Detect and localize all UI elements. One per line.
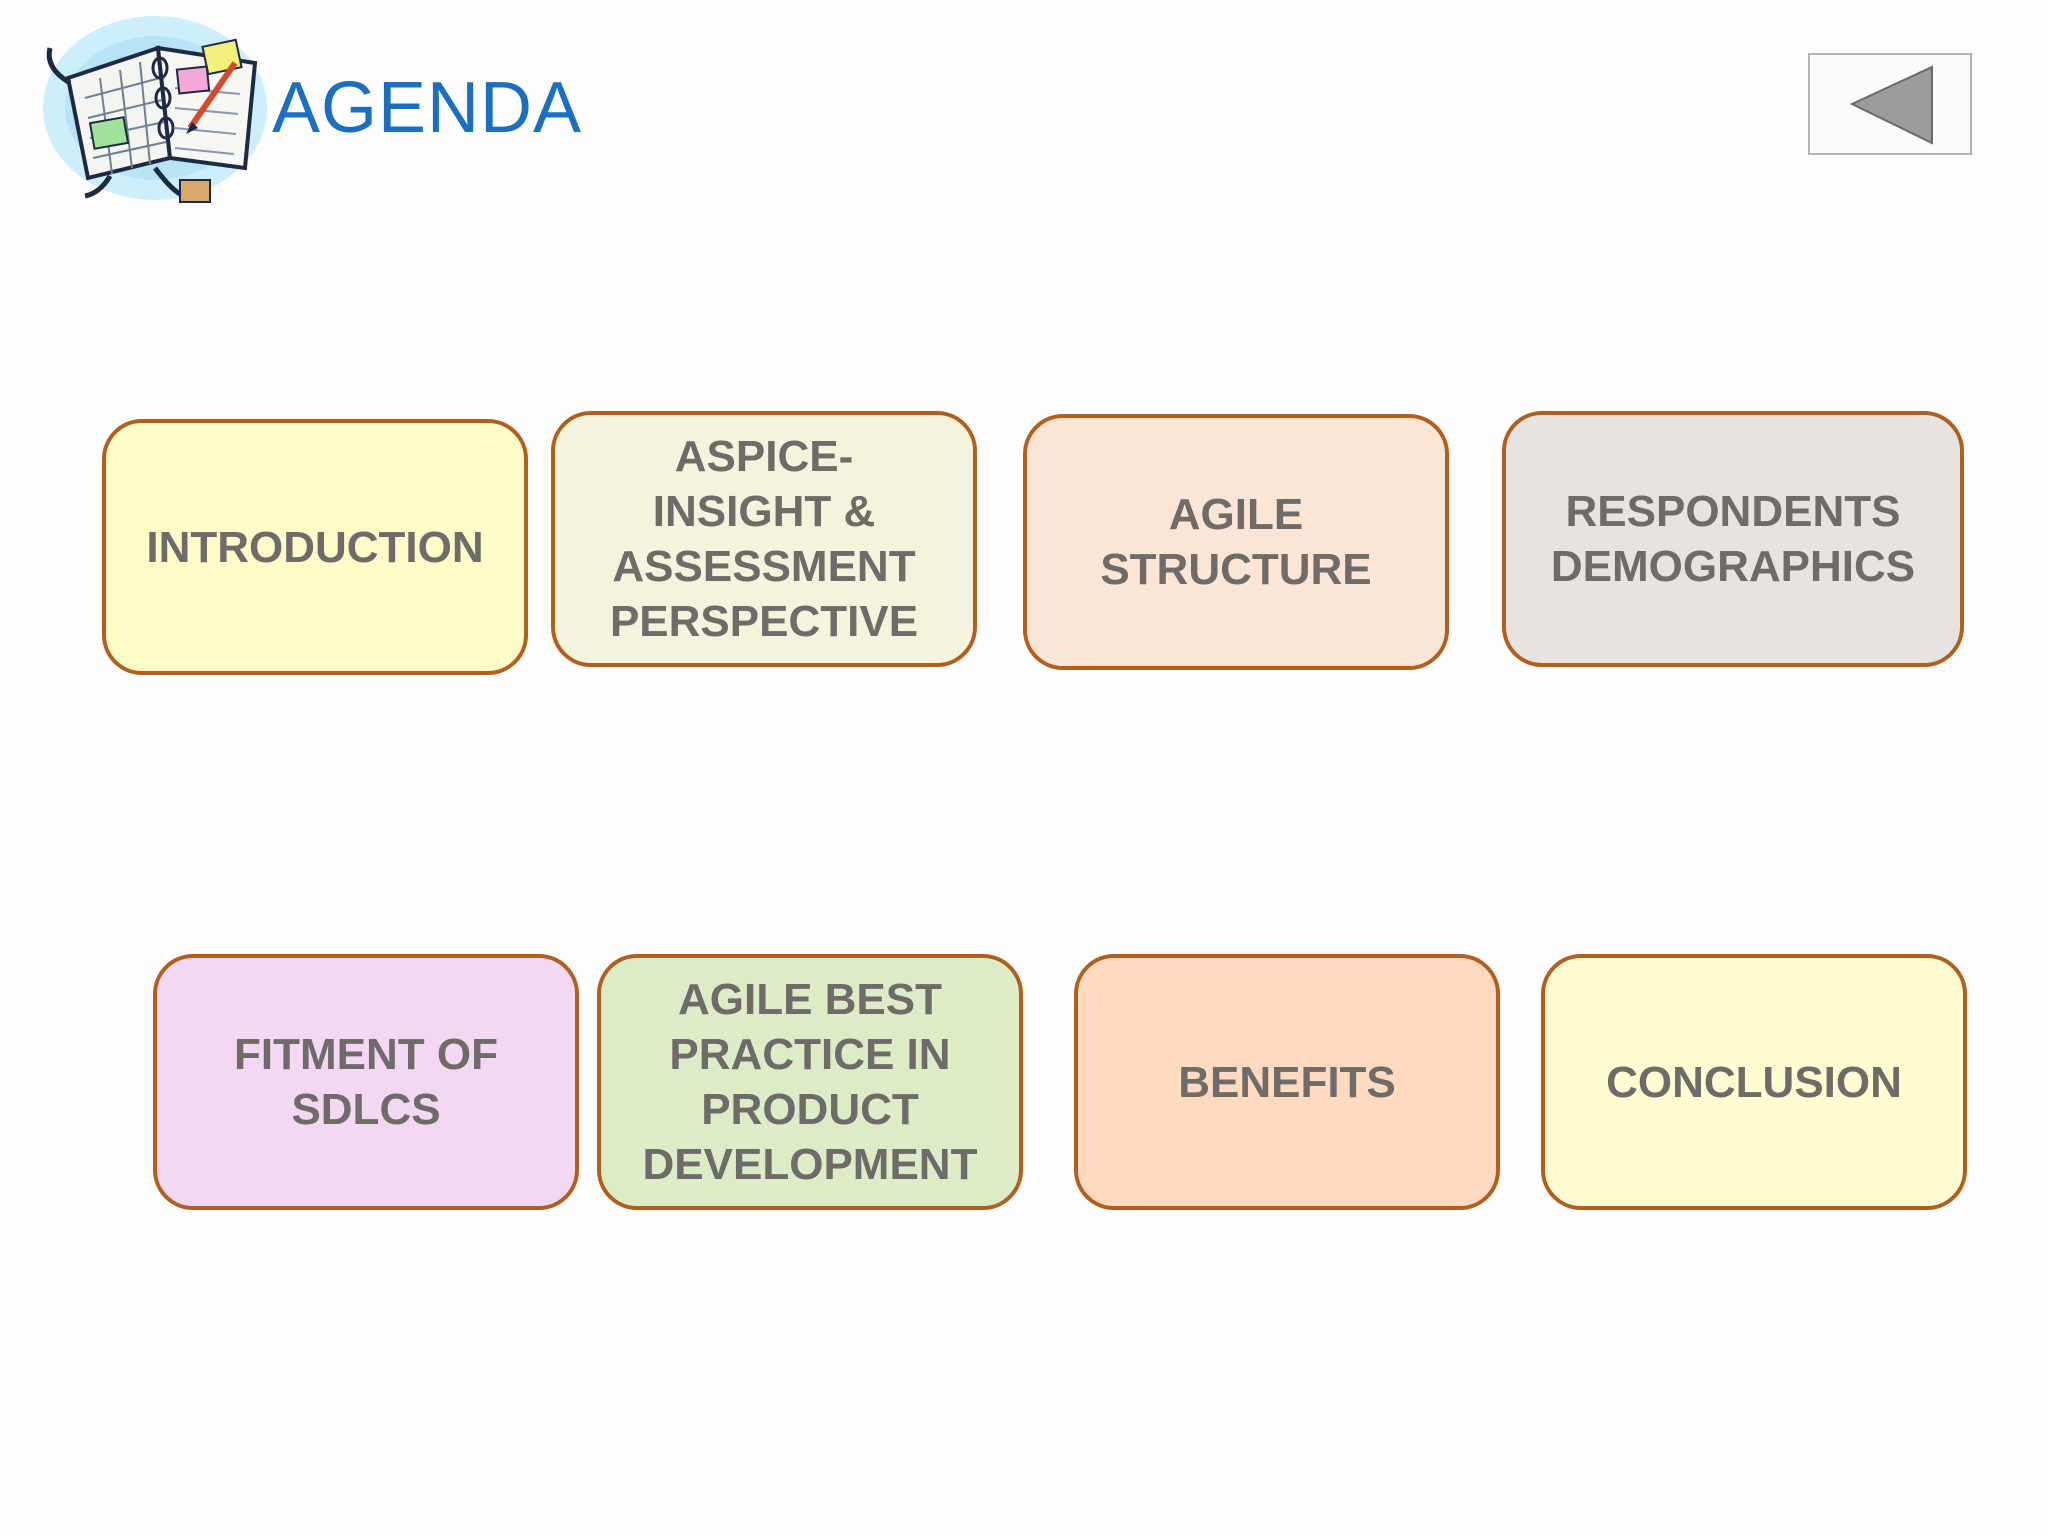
agenda-item-label: AGILE BEST PRACTICE IN PRODUCT DEVELOPME…	[642, 975, 978, 1189]
back-button[interactable]	[1808, 53, 1972, 155]
agenda-item-aspice-insight[interactable]: ASPICE- INSIGHT & ASSESSMENT PERSPECTIVE	[551, 411, 977, 667]
planner-book-icon	[30, 8, 270, 208]
agenda-item-label: CONCLUSION	[1606, 1057, 1902, 1107]
agenda-item-agile-best-practice[interactable]: AGILE BEST PRACTICE IN PRODUCT DEVELOPME…	[597, 954, 1023, 1210]
agenda-item-label: INTRODUCTION	[146, 522, 484, 572]
agenda-item-label: AGILE STRUCTURE	[1100, 490, 1372, 594]
agenda-item-label: FITMENT OF SDLCS	[234, 1030, 498, 1134]
agenda-item-agile-structure[interactable]: AGILE STRUCTURE	[1023, 414, 1449, 670]
agenda-item-label: BENEFITS	[1178, 1057, 1396, 1107]
triangle-left-icon	[1849, 65, 1933, 145]
agenda-item-label: ASPICE- INSIGHT & ASSESSMENT PERSPECTIVE	[609, 432, 919, 646]
page-title: AGENDA	[272, 68, 583, 148]
agenda-item-benefits[interactable]: BENEFITS	[1074, 954, 1500, 1210]
agenda-item-label: RESPONDENTS DEMOGRAPHICS	[1550, 487, 1916, 591]
agenda-item-respondents-demographics[interactable]: RESPONDENTS DEMOGRAPHICS	[1502, 411, 1964, 667]
agenda-item-introduction[interactable]: INTRODUCTION	[102, 419, 528, 675]
agenda-item-fitment-of-sdlcs[interactable]: FITMENT OF SDLCS	[153, 954, 579, 1210]
agenda-item-conclusion[interactable]: CONCLUSION	[1541, 954, 1967, 1210]
